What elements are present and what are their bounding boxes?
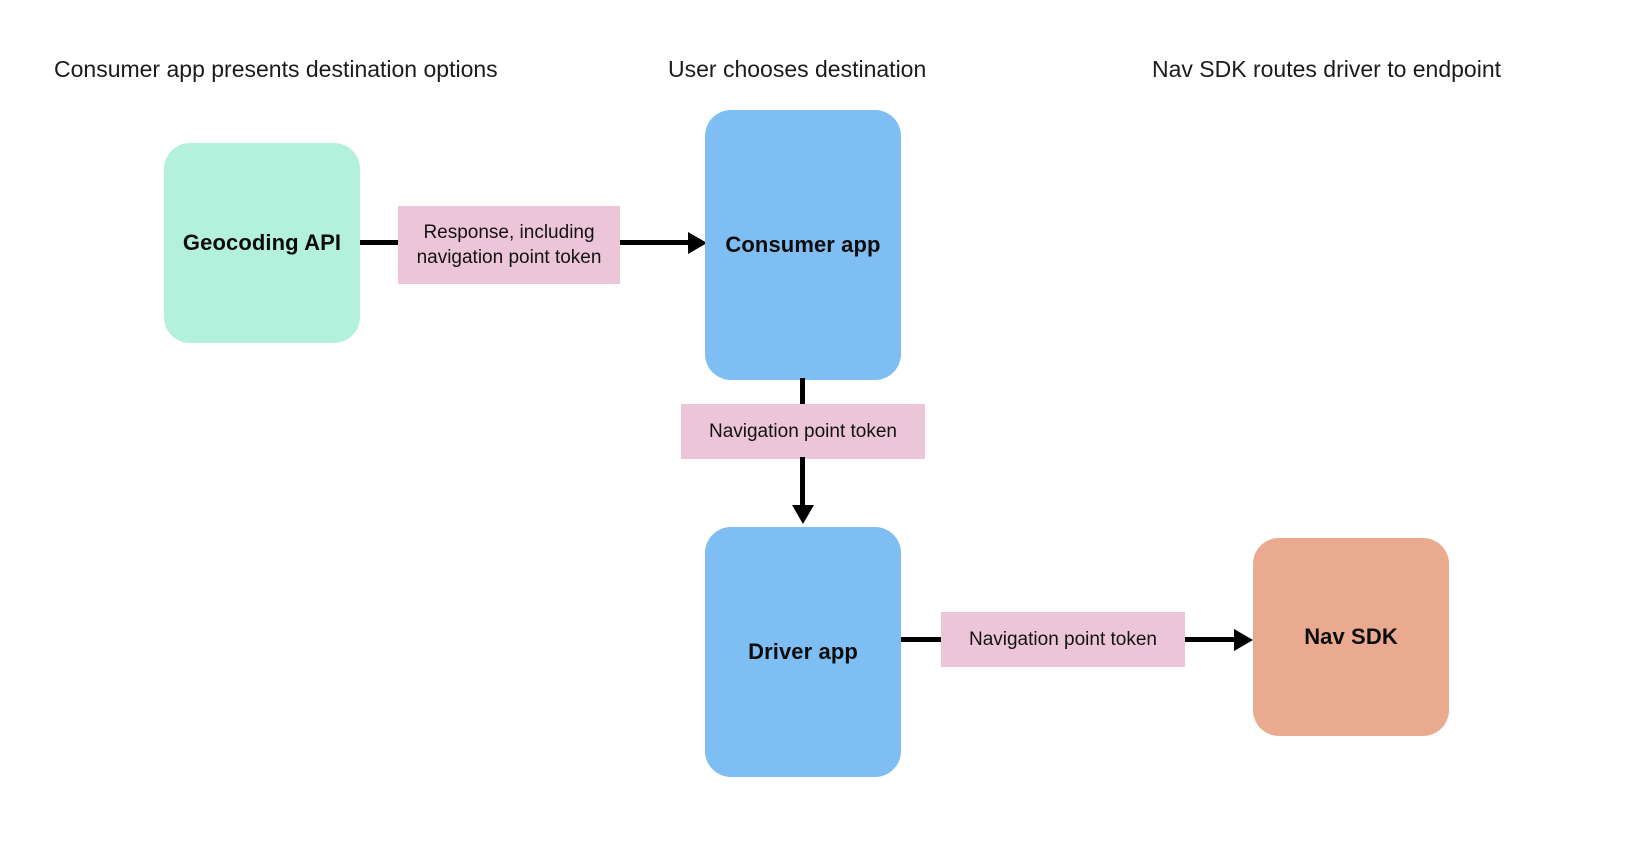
edge-label-consumer-to-driver-text: Navigation point token bbox=[708, 421, 897, 442]
connector-consumer-app-to-token-label bbox=[800, 378, 805, 426]
edge-label-driver-to-navsdk: Navigation point token bbox=[941, 612, 1185, 667]
edge-label-consumer-to-driver: Navigation point token bbox=[681, 404, 925, 459]
arrow-head-to-driver-app bbox=[792, 505, 814, 524]
edge-label-response: Response, including navigation point tok… bbox=[398, 206, 620, 284]
arrow-head-to-nav-sdk bbox=[1234, 629, 1253, 651]
node-consumer-app[interactable]: Consumer app bbox=[705, 110, 901, 380]
column-heading-left: Consumer app presents destination option… bbox=[54, 56, 498, 82]
connector-token-label-to-nav-sdk bbox=[1185, 637, 1237, 642]
connector-driver-app-to-token-label bbox=[901, 637, 943, 642]
node-driver-app[interactable]: Driver app bbox=[705, 527, 901, 777]
node-geocoding-api[interactable]: Geocoding API bbox=[164, 143, 360, 343]
node-nav-sdk-label: Nav SDK bbox=[1304, 624, 1398, 649]
connector-response-label-to-consumer-app bbox=[620, 240, 690, 245]
connector-token-label-to-driver-app bbox=[800, 457, 805, 512]
edge-label-response-text: Response, including navigation point tok… bbox=[416, 222, 602, 268]
node-consumer-app-label: Consumer app bbox=[725, 232, 881, 257]
node-driver-app-label: Driver app bbox=[748, 639, 858, 664]
column-heading-center: User chooses destination bbox=[668, 56, 927, 82]
edge-label-driver-to-navsdk-text: Navigation point token bbox=[968, 629, 1157, 650]
connector-geocoding-to-response-label bbox=[360, 240, 420, 245]
node-nav-sdk[interactable]: Nav SDK bbox=[1253, 538, 1449, 736]
column-heading-right: Nav SDK routes driver to endpoint bbox=[1152, 56, 1502, 82]
arrow-head-to-consumer-app bbox=[688, 232, 707, 254]
node-geocoding-api-label: Geocoding API bbox=[182, 230, 342, 255]
